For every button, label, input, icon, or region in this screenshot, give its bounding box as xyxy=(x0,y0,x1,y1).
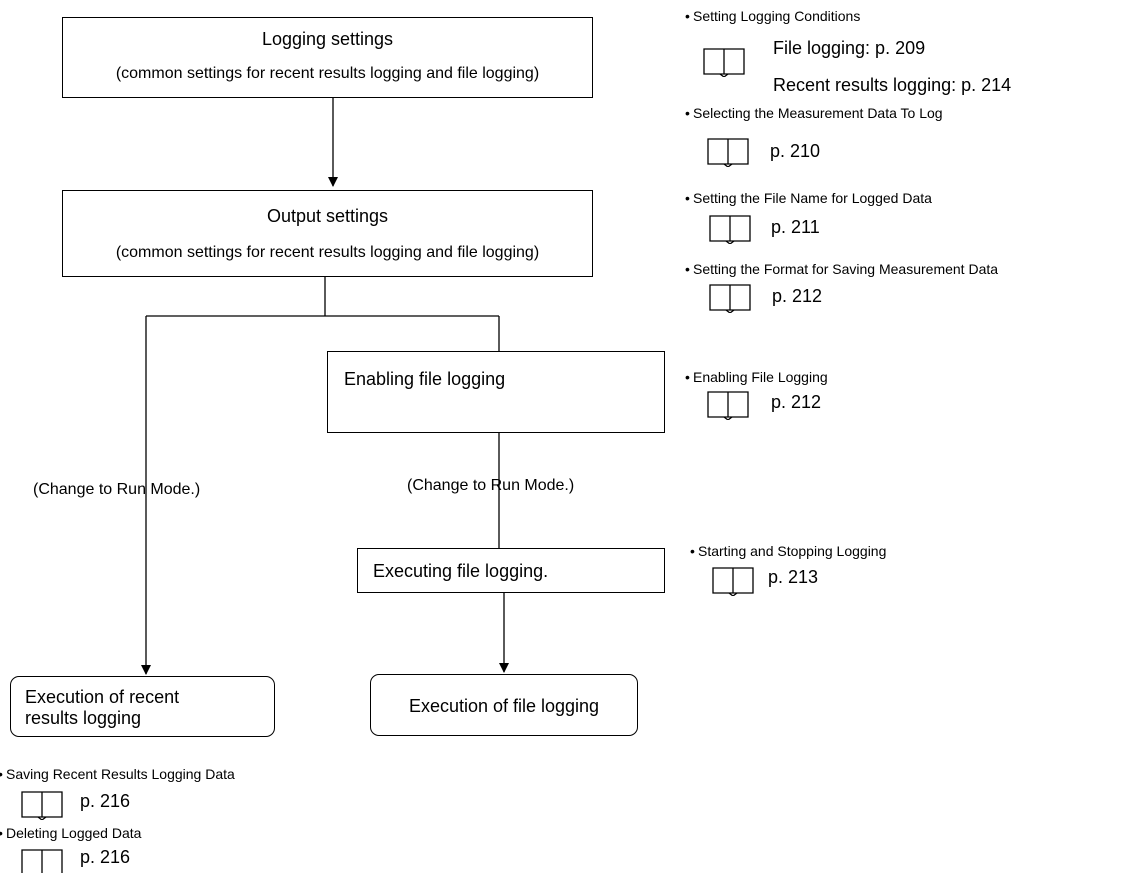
ref-deleting-title: Deleting Logged Data xyxy=(6,825,142,841)
ref-deleting-bullet: • xyxy=(0,826,3,840)
ref-file-name-page: p. 211 xyxy=(771,217,820,237)
book-icon xyxy=(703,48,745,77)
book-icon xyxy=(709,284,751,313)
enabling-file-logging-title: Enabling file logging xyxy=(344,369,506,389)
recent-results-exec-line2: results logging xyxy=(25,708,142,728)
ref-start-stop-page: p. 213 xyxy=(768,567,819,587)
recent-results-exec-line1: Execution of recent xyxy=(25,687,180,707)
output-settings-subtitle: (common settings for recent results logg… xyxy=(115,244,540,261)
ref-format-bullet: • xyxy=(685,261,690,277)
edge-label-left: (Change to Run Mode.) xyxy=(33,481,201,498)
logging-settings-subtitle: (common settings for recent results logg… xyxy=(115,65,540,82)
book-icon xyxy=(707,138,749,167)
ref-format-page: p. 212 xyxy=(772,286,823,306)
file-logging-exec-title: Execution of file logging xyxy=(408,696,600,716)
ref-saving-bullet: • xyxy=(0,767,3,781)
ref-select-data-bullet: • xyxy=(685,105,690,121)
ref-deleting-page: p. 216 xyxy=(80,847,131,867)
edge-label-mid: (Change to Run Mode.) xyxy=(407,477,575,494)
ref-file-name-bullet: • xyxy=(685,190,690,206)
ref-enabling-bullet: • xyxy=(685,369,690,385)
book-icon xyxy=(707,391,749,420)
ref-enabling-title: Enabling File Logging xyxy=(693,369,828,385)
ref-file-name-title: Setting the File Name for Logged Data xyxy=(693,190,932,206)
ref-start-stop-title: Starting and Stopping Logging xyxy=(698,543,887,559)
book-icon xyxy=(21,791,63,820)
book-icon xyxy=(21,849,63,873)
ref-select-data-page: p. 210 xyxy=(770,141,821,161)
logging-settings-box: Logging settings (common settings for re… xyxy=(62,17,593,98)
executing-file-logging-title: Executing file logging. xyxy=(373,561,549,581)
book-icon xyxy=(709,215,751,244)
ref-logging-conditions-bullet: • xyxy=(685,8,690,24)
output-settings-box: Output settings (common settings for rec… xyxy=(62,190,593,277)
logging-settings-title: Logging settings xyxy=(261,29,394,49)
ref-logging-conditions-title: Setting Logging Conditions xyxy=(693,8,861,24)
book-icon xyxy=(712,567,754,596)
enabling-file-logging-box: Enabling file logging xyxy=(327,351,665,433)
ref-saving-title: Saving Recent Results Logging Data xyxy=(6,766,235,782)
ref-enabling-page: p. 212 xyxy=(771,392,822,412)
output-settings-title: Output settings xyxy=(266,206,389,226)
recent-results-exec-box: Execution of recent results logging xyxy=(10,676,275,737)
ref-start-stop-bullet: • xyxy=(690,543,695,559)
ref-logging-conditions-line1: File logging: p. 209 xyxy=(773,38,926,58)
ref-saving-page: p. 216 xyxy=(80,791,131,811)
ref-logging-conditions-line2: Recent results logging: p. 214 xyxy=(773,75,1012,95)
file-logging-exec-box: Execution of file logging xyxy=(370,674,638,736)
executing-file-logging-box: Executing file logging. xyxy=(357,548,665,593)
ref-select-data-title: Selecting the Measurement Data To Log xyxy=(693,105,943,121)
ref-format-title: Setting the Format for Saving Measuremen… xyxy=(693,261,999,277)
